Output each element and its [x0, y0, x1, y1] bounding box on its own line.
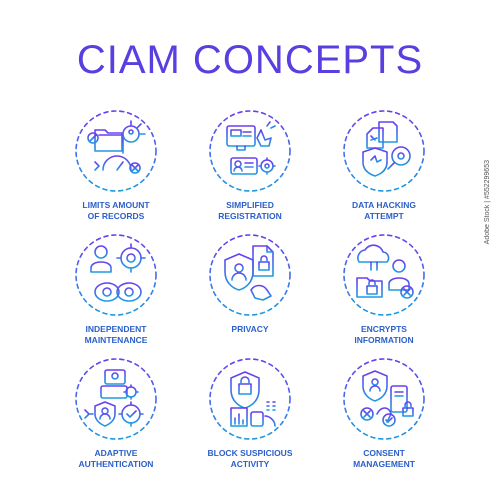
encrypt-icon: [341, 232, 427, 318]
concept-card-block: BLOCK SUSPICIOUS ACTIVITY: [190, 356, 310, 496]
concept-card-records: LIMITS AMOUNT OF RECORDS: [56, 108, 176, 248]
concept-label: LIMITS AMOUNT OF RECORDS: [82, 200, 150, 221]
concept-card-hacking: DATA HACKING ATTEMPT: [324, 108, 444, 248]
block-activity-icon: [207, 356, 293, 442]
privacy-icon: [207, 232, 293, 318]
concept-card-encrypts: ENCRYPTS INFORMATION: [324, 232, 444, 372]
concept-label: DATA HACKING ATTEMPT: [351, 200, 417, 221]
concept-label: BLOCK SUSPICIOUS ACTIVITY: [207, 448, 293, 469]
adaptive-auth-icon: [73, 356, 159, 442]
concept-card-adaptive: ADAPTIVE AUTHENTICATION: [56, 356, 176, 496]
records-limit-icon: [73, 108, 159, 194]
concept-label: SIMPLIFIED REGISTRATION: [218, 200, 282, 221]
concept-label: PRIVACY: [231, 324, 269, 334]
concept-label: CONSENT MANAGEMENT: [353, 448, 415, 469]
concept-card-privacy: PRIVACY: [190, 232, 310, 372]
page-title: CIAM CONCEPTS: [76, 38, 424, 82]
maintenance-icon: [73, 232, 159, 318]
consent-icon: [341, 356, 427, 442]
concept-label: ENCRYPTS INFORMATION: [354, 324, 414, 345]
concept-card-registration: SIMPLIFIED REGISTRATION: [190, 108, 310, 248]
concept-label: INDEPENDENT MAINTENANCE: [84, 324, 148, 345]
concept-card-maintenance: INDEPENDENT MAINTENANCE: [56, 232, 176, 372]
concept-card-consent: CONSENT MANAGEMENT: [324, 356, 444, 496]
data-hacking-icon: [341, 108, 427, 194]
registration-icon: [207, 108, 293, 194]
stock-watermark: Adobe Stock | #552299653: [484, 160, 491, 245]
concept-label: ADAPTIVE AUTHENTICATION: [78, 448, 154, 469]
